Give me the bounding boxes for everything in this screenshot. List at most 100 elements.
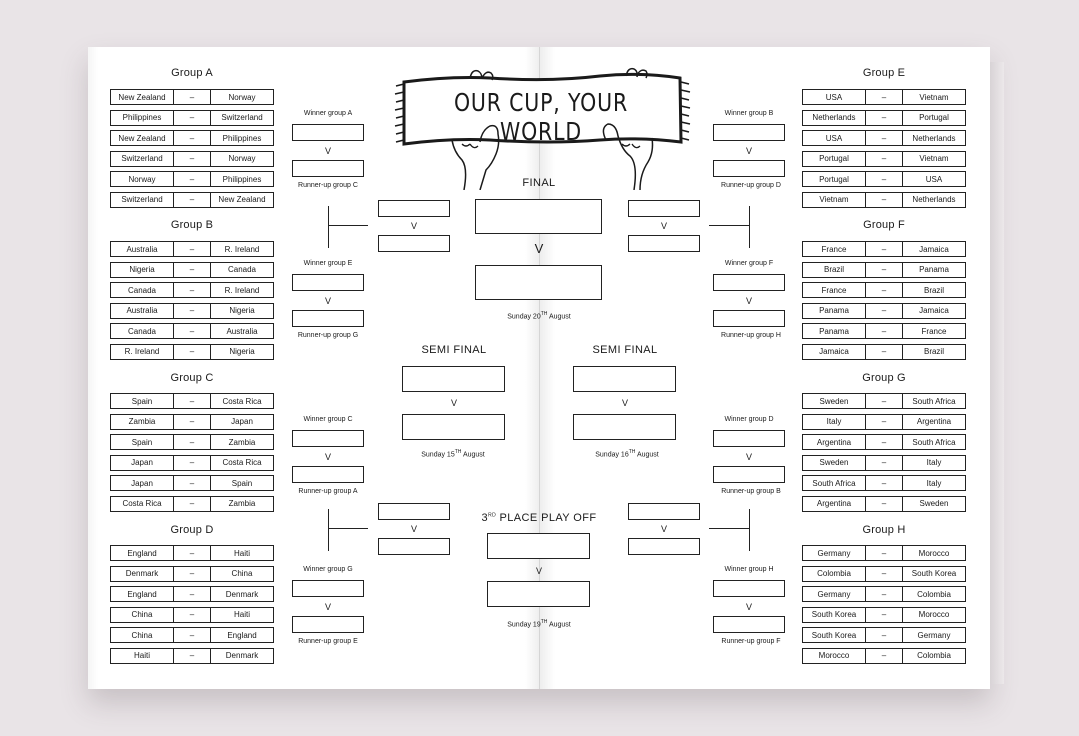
r16-right-top-slot[interactable] [713,430,785,447]
away-team[interactable]: Vietnam [902,89,966,105]
home-team[interactable]: Brazil [802,261,866,278]
away-team[interactable]: South Africa [902,434,966,450]
home-team[interactable]: Portugal [802,171,866,187]
home-team[interactable]: USA [802,130,866,146]
home-team[interactable]: Australia [110,241,174,257]
away-team[interactable]: New Zealand [210,191,274,208]
away-team[interactable]: Nigeria [210,343,274,360]
home-team[interactable]: Morocco [802,647,866,664]
r16-left-top-slot[interactable] [292,430,364,447]
home-team[interactable]: Argentina [802,434,866,450]
away-team[interactable]: Haiti [210,606,274,623]
away-team[interactable]: Costa Rica [210,393,274,409]
away-team[interactable]: Argentina [902,413,966,430]
home-team[interactable]: Nigeria [110,261,174,278]
away-team[interactable]: Vietnam [902,150,966,167]
r16-right-bottom-slot[interactable] [713,466,785,483]
qf-left-top-slot[interactable] [378,503,450,520]
r16-left-top-slot[interactable] [292,580,364,597]
home-team[interactable]: Australia [110,302,174,319]
away-team[interactable]: Portugal [902,109,966,126]
away-team[interactable]: China [210,565,274,582]
qf-right-bottom-slot[interactable] [628,538,700,555]
home-team[interactable]: Switzerland [110,150,174,167]
r16-left-top-slot[interactable] [292,124,364,141]
home-team[interactable]: China [110,627,174,643]
home-team[interactable]: Denmark [110,565,174,582]
away-team[interactable]: Costa Rica [210,454,274,471]
home-team[interactable]: Costa Rica [110,495,174,512]
home-team[interactable]: Sweden [802,393,866,409]
away-team[interactable]: R. Ireland [210,282,274,298]
away-team[interactable]: USA [902,171,966,187]
home-team[interactable]: Norway [110,171,174,187]
home-team[interactable]: Canada [110,323,174,339]
qf-left-bottom-slot[interactable] [378,235,450,252]
r16-left-bottom-slot[interactable] [292,160,364,177]
r16-right-top-slot[interactable] [713,274,785,291]
away-team[interactable]: Jamaica [902,302,966,319]
away-team[interactable]: France [902,323,966,339]
away-team[interactable]: England [210,627,274,643]
away-team[interactable]: Morocco [902,545,966,561]
r16-right-bottom-slot[interactable] [713,160,785,177]
away-team[interactable]: Italy [902,454,966,471]
away-team[interactable]: Haiti [210,545,274,561]
home-team[interactable]: England [110,545,174,561]
away-team[interactable]: Germany [902,627,966,643]
away-team[interactable]: Switzerland [210,109,274,126]
semi-left-top-slot[interactable] [402,366,505,392]
away-team[interactable]: Norway [210,89,274,105]
away-team[interactable]: Netherlands [902,130,966,146]
away-team[interactable]: Brazil [902,282,966,298]
away-team[interactable]: Morocco [902,606,966,623]
away-team[interactable]: South Africa [902,393,966,409]
home-team[interactable]: Portugal [802,150,866,167]
qf-left-top-slot[interactable] [378,200,450,217]
away-team[interactable]: Philippines [210,130,274,146]
away-team[interactable]: Jamaica [902,241,966,257]
away-team[interactable]: Norway [210,150,274,167]
away-team[interactable]: Colombia [902,647,966,664]
home-team[interactable]: Switzerland [110,191,174,208]
home-team[interactable]: Philippines [110,109,174,126]
home-team[interactable]: South Korea [802,606,866,623]
away-team[interactable]: Japan [210,413,274,430]
away-team[interactable]: Brazil [902,343,966,360]
home-team[interactable]: USA [802,89,866,105]
away-team[interactable]: South Korea [902,565,966,582]
home-team[interactable]: New Zealand [110,89,174,105]
home-team[interactable]: Germany [802,545,866,561]
home-team[interactable]: Argentina [802,495,866,512]
away-team[interactable]: Philippines [210,171,274,187]
home-team[interactable]: China [110,606,174,623]
qf-right-top-slot[interactable] [628,503,700,520]
home-team[interactable]: Zambia [110,413,174,430]
r16-left-bottom-slot[interactable] [292,310,364,327]
semi-right-bottom-slot[interactable] [573,414,676,440]
r16-left-top-slot[interactable] [292,274,364,291]
home-team[interactable]: Canada [110,282,174,298]
qf-right-top-slot[interactable] [628,200,700,217]
home-team[interactable]: New Zealand [110,130,174,146]
r16-right-top-slot[interactable] [713,124,785,141]
home-team[interactable]: Japan [110,475,174,491]
r16-left-bottom-slot[interactable] [292,616,364,633]
home-team[interactable]: Germany [802,586,866,602]
home-team[interactable]: R. Ireland [110,343,174,360]
away-team[interactable]: Zambia [210,434,274,450]
home-team[interactable]: France [802,282,866,298]
final-team-b-slot[interactable] [475,265,602,300]
home-team[interactable]: Panama [802,302,866,319]
semi-left-bottom-slot[interactable] [402,414,505,440]
home-team[interactable]: Haiti [110,647,174,664]
third-place-team-a-slot[interactable] [487,533,590,559]
away-team[interactable]: Colombia [902,586,966,602]
home-team[interactable]: Sweden [802,454,866,471]
home-team[interactable]: Japan [110,454,174,471]
away-team[interactable]: Panama [902,261,966,278]
away-team[interactable]: Denmark [210,586,274,602]
away-team[interactable]: R. Ireland [210,241,274,257]
r16-right-top-slot[interactable] [713,580,785,597]
r16-left-bottom-slot[interactable] [292,466,364,483]
